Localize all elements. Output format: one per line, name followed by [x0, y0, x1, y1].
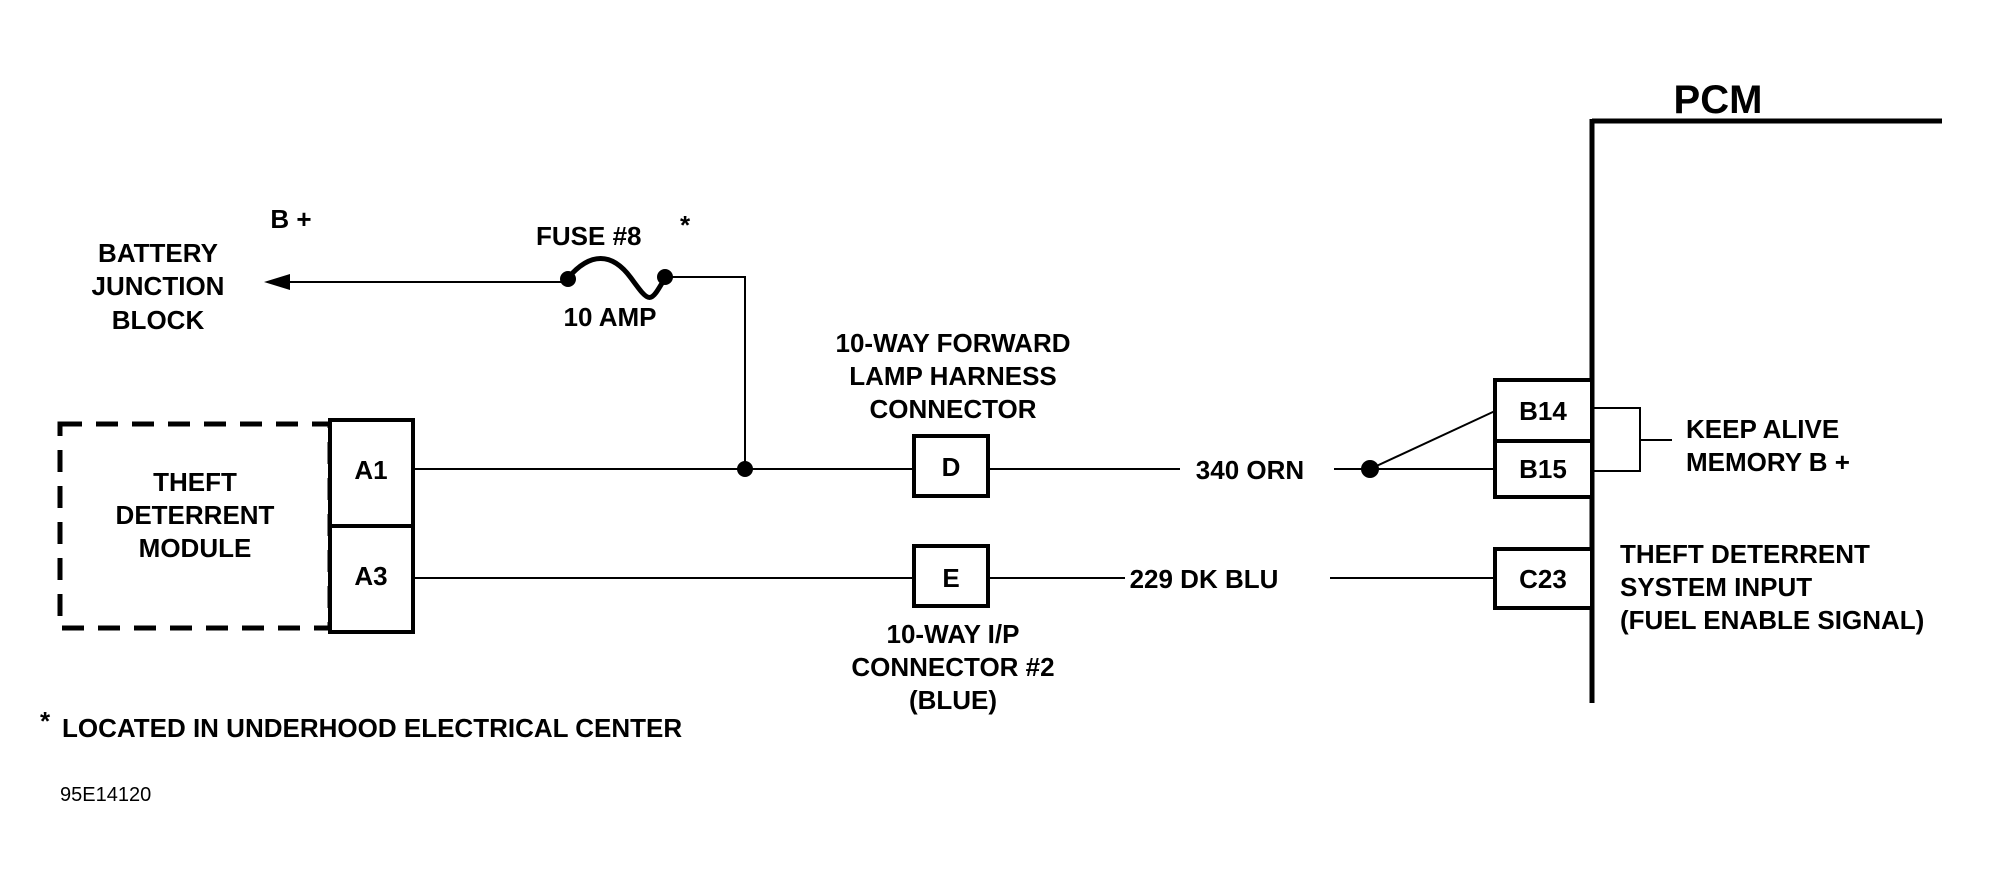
- pcm-pin-c23: C23: [1519, 564, 1567, 594]
- keep-alive-memory: KEEP ALIVE MEMORY B +: [1592, 407, 1850, 477]
- pcm-pin-b15-box: [1493, 439, 1594, 499]
- forward-connector-line2: LAMP HARNESS: [849, 361, 1057, 391]
- wire-label-orange: 340 ORN: [1196, 455, 1304, 485]
- keep-alive-bracket: [1592, 407, 1641, 472]
- battery-label-line1: BATTERY: [98, 238, 218, 268]
- ip-connector-line2: CONNECTOR #2: [851, 652, 1054, 682]
- theft-input-line2: SYSTEM INPUT: [1620, 572, 1812, 602]
- connector-e-box: [912, 544, 990, 608]
- theft-input-line1: THEFT DETERRENT: [1620, 539, 1870, 569]
- battery-junction-block: B + BATTERY JUNCTION BLOCK: [92, 204, 568, 335]
- keep-alive-line1: KEEP ALIVE: [1686, 414, 1839, 444]
- figure-id: 95E14120: [60, 784, 151, 806]
- module-label-line1: THEFT: [153, 467, 237, 497]
- circuit-340-orn: D 340 ORN: [413, 410, 1496, 498]
- fuse-output-wire: [665, 276, 746, 469]
- b-plus-label: B +: [270, 204, 311, 234]
- fuse-element: [566, 256, 668, 300]
- ip-connector-2: 10-WAY I/P CONNECTOR #2 (BLUE): [851, 619, 1054, 715]
- module-label-line2: DETERRENT: [116, 500, 275, 530]
- fuse-8: FUSE #8 * 10 AMP: [536, 210, 746, 469]
- theft-deterrent-module: THEFT DETERRENT MODULE A1 A3: [57, 418, 415, 634]
- forward-connector-line1: 10-WAY FORWARD: [835, 328, 1070, 358]
- module-pin-a1: A1: [354, 455, 387, 485]
- pcm-pin-b15: B15: [1519, 454, 1567, 484]
- module-pin-a3-box: [328, 524, 415, 634]
- theft-deterrent-input: THEFT DETERRENT SYSTEM INPUT (FUEL ENABL…: [1620, 539, 1924, 635]
- theft-input-line3: (FUEL ENABLE SIGNAL): [1620, 605, 1924, 635]
- ip-connector-line3: (BLUE): [909, 685, 997, 715]
- battery-label-line2: JUNCTION: [92, 271, 225, 301]
- fuse-rating: 10 AMP: [564, 302, 657, 332]
- circuit-229-dk-blu: E 229 DK BLU: [413, 544, 1495, 608]
- connector-d-pin: D: [942, 452, 961, 482]
- module-label-line3: MODULE: [139, 533, 252, 563]
- splice-fuse-junction: [737, 461, 753, 477]
- pcm-pins: B14 B15 C23: [1493, 378, 1594, 610]
- fuse-asterisk: *: [680, 210, 691, 240]
- wire-label-blue: 229 DK BLU: [1130, 564, 1279, 594]
- pcm-title: PCM: [1674, 78, 1763, 122]
- fuse-name: FUSE #8: [536, 221, 642, 251]
- pcm-pin-b14: B14: [1519, 396, 1567, 426]
- module-pin-a3: A3: [354, 561, 387, 591]
- connector-e-pin: E: [942, 563, 959, 593]
- footnote-text: LOCATED IN UNDERHOOD ELECTRICAL CENTER: [62, 713, 682, 743]
- battery-label-line3: BLOCK: [112, 305, 205, 335]
- footnote: * LOCATED IN UNDERHOOD ELECTRICAL CENTER: [40, 706, 682, 743]
- keep-alive-line2: MEMORY B +: [1686, 447, 1850, 477]
- footnote-asterisk: *: [40, 706, 51, 736]
- connector-d-box: [912, 434, 990, 498]
- forward-lamp-harness-connector: 10-WAY FORWARD LAMP HARNESS CONNECTOR: [835, 328, 1070, 424]
- ip-connector-line1: 10-WAY I/P: [887, 619, 1020, 649]
- splice-to-b14-wire: [1369, 410, 1496, 470]
- fuse-terminal-left: [560, 271, 576, 287]
- battery-arrowhead: [264, 274, 290, 290]
- pcm-pin-c23-box: [1493, 547, 1594, 610]
- forward-connector-line3: CONNECTOR: [869, 394, 1036, 424]
